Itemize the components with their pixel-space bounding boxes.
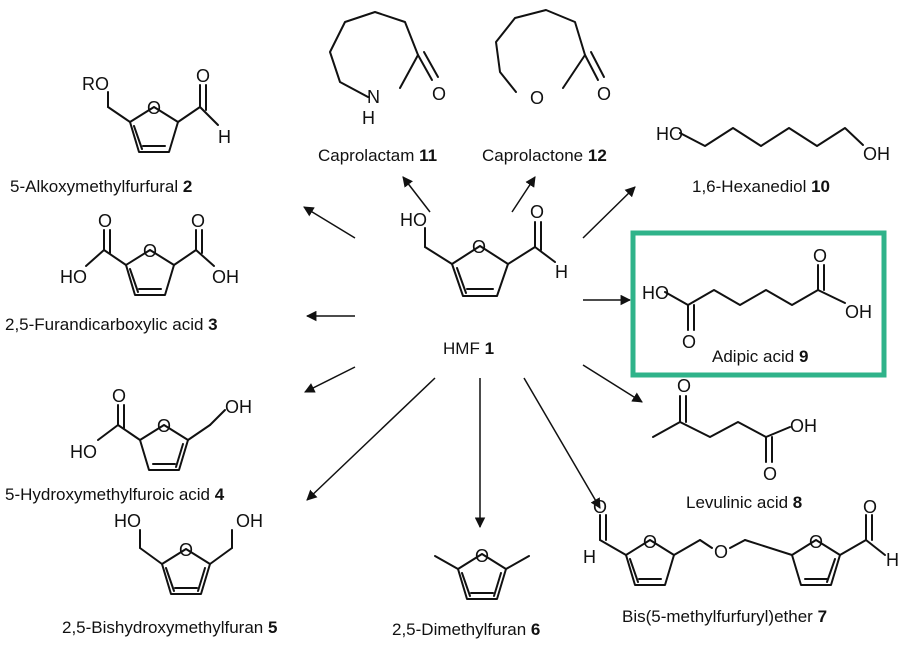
bis-ether-ring-o-left: O (643, 532, 657, 552)
fdca-label: 2,5-Furandicarboxylic acid 3 (5, 315, 218, 334)
levulinic-acid-oh: OH (790, 416, 817, 436)
hexanediol-oh-left: HO (656, 124, 683, 144)
arrow-to-11 (402, 176, 431, 213)
amf-ring-o: O (147, 98, 161, 118)
arrow-to-4 (304, 366, 356, 393)
amf-alkoxy: RO (82, 74, 109, 94)
hexanediol-label: 1,6-Hexanediol 10 (692, 177, 830, 196)
bhmf-structure: O HO OH (114, 511, 263, 595)
fdca-ring-o: O (143, 241, 157, 261)
adipic-acid-highlight-box (630, 230, 887, 378)
levulinic-acid-ketone-o: O (677, 376, 691, 396)
hmf-aldehyde-oxygen: O (530, 202, 544, 222)
arrow-to-2 (303, 206, 356, 239)
caprolactam-o: O (432, 84, 446, 104)
dimethylfuran-label: 2,5-Dimethylfuran 6 (392, 620, 540, 639)
hmf-label: HMF 1 (443, 339, 494, 358)
arrow-to-10 (582, 186, 636, 239)
fdca-carbonyl-o-left: O (98, 211, 112, 231)
dimethylfuran-structure: O (434, 546, 530, 600)
hmfa-ring-o: O (157, 416, 171, 436)
hmfa-hydroxyl: OH (225, 397, 252, 417)
bis-ether-aldehyde-o-right: O (863, 497, 877, 517)
adipic-acid-label: Adipic acid 9 (712, 347, 808, 366)
amf-structure: O RO O H (82, 66, 231, 153)
hmfa-label: 5-Hydroxymethylfuroic acid 4 (5, 485, 225, 504)
hmf-structure: O HO O H (400, 202, 568, 297)
caprolactone-structure: O O (495, 9, 611, 108)
hmfa-acid-oh: HO (70, 442, 97, 462)
adipic-acid-oh-left: HO (642, 283, 669, 303)
caprolactam-structure: N H O (329, 11, 446, 128)
hmf-hydroxyl: HO (400, 210, 427, 230)
amf-label: 5-Alkoxymethylfurfural 2 (10, 177, 192, 196)
arrow-to-12 (511, 176, 536, 213)
caprolactone-label: Caprolactone 12 (482, 146, 607, 165)
fdca-structure: O O O HO OH (60, 211, 239, 296)
hexanediol-structure: HO OH (656, 124, 890, 164)
bis-ether-ring-o-right: O (809, 532, 823, 552)
fdca-carbonyl-o-right: O (191, 211, 205, 231)
dimethylfuran-ring-o: O (475, 546, 489, 566)
bis-ether-label: Bis(5-methylfurfuryl)ether 7 (622, 607, 827, 626)
arrow-to-8 (582, 364, 643, 403)
caprolactam-h: H (362, 108, 375, 128)
adipic-acid-oh-right: OH (845, 302, 872, 322)
bhmf-label: 2,5-Bishydroxymethylfuran 5 (62, 618, 277, 637)
caprolactone-ring-o: O (530, 88, 544, 108)
bis-ether-aldehyde-o-left: O (593, 497, 607, 517)
fdca-oh-left: HO (60, 267, 87, 287)
bhmf-oh-left: HO (114, 511, 141, 531)
amf-aldehyde-o: O (196, 66, 210, 86)
hmfa-carbonyl-o: O (112, 386, 126, 406)
adipic-acid-o-left: O (682, 332, 696, 352)
caprolactam-n: N (367, 87, 380, 107)
caprolactam-label: Caprolactam 11 (318, 146, 437, 165)
fdca-oh-right: OH (212, 267, 239, 287)
hmf-ring-oxygen: O (472, 237, 486, 257)
reaction-arrows (303, 176, 643, 529)
bis-ether-aldehyde-h-right: H (886, 550, 899, 570)
hmfa-structure: O O HO OH (70, 386, 252, 471)
adipic-acid-structure: HO O O OH (642, 246, 872, 352)
bhmf-oh-right: OH (236, 511, 263, 531)
levulinic-acid-carbonyl-o: O (763, 464, 777, 484)
levulinic-acid-structure: O OH O (652, 376, 817, 484)
arrow-to-5 (306, 377, 436, 501)
hexanediol-oh-right: OH (863, 144, 890, 164)
bis-ether-aldehyde-h-left: H (583, 547, 596, 567)
caprolactone-carbonyl-o: O (597, 84, 611, 104)
arrow-to-7 (523, 377, 601, 509)
adipic-acid-o-right: O (813, 246, 827, 266)
levulinic-acid-label: Levulinic acid 8 (686, 493, 802, 512)
amf-aldehyde-h: H (218, 127, 231, 147)
bis-ether-bridge-o: O (714, 542, 728, 562)
hmf-aldehyde-h: H (555, 262, 568, 282)
bis-ether-structure: O O O O O H H (583, 497, 899, 586)
bhmf-ring-o: O (179, 540, 193, 560)
